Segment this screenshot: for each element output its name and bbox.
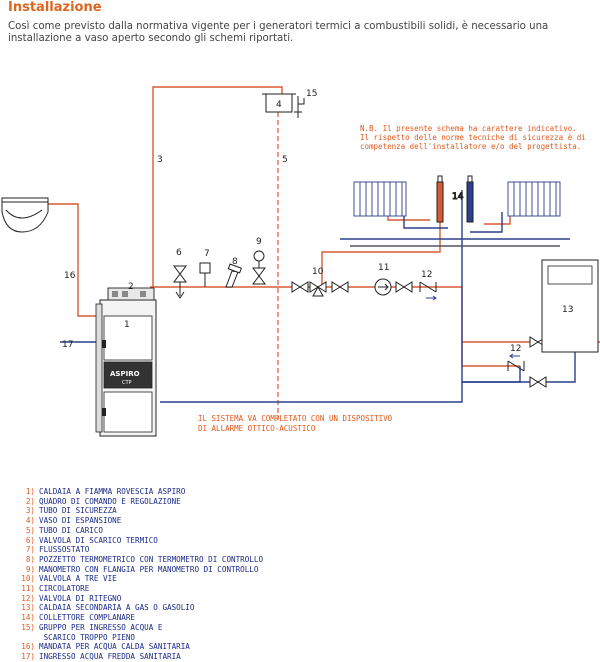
label-16: 16 [64, 271, 76, 281]
label-11: 11 [378, 263, 389, 273]
radiator-left-return [403, 212, 448, 229]
circulator-pump [374, 278, 392, 296]
legend: 1)CALDAIA A FIAMMA ROVESCIA ASPIRO 2)QUA… [15, 487, 263, 662]
label-6: 6 [176, 248, 182, 258]
label-7: 7 [204, 249, 210, 259]
label-9: 9 [256, 237, 262, 247]
label-1: 1 [124, 320, 130, 330]
radiator-left [353, 181, 407, 217]
label-4: 4 [276, 100, 282, 110]
legend-item: 4)VASO DI ESPANSIONE [25, 516, 122, 526]
return-pipes [60, 190, 576, 403]
check-valve-secondary [507, 353, 525, 372]
main-flow-pipe [150, 286, 600, 343]
boiler-model: CTP [122, 380, 132, 386]
svg-text:Il rispetto delle norme tecnic: Il rispetto delle norme tecniche di sicu… [360, 133, 586, 142]
flow-switch [199, 262, 211, 287]
legend-item: 2)QUADRO DI COMANDO E REGOLAZIONE [25, 496, 181, 506]
legend-item: 8)POZZETTO TERMOMETRICO CON TERMOMETRO D… [25, 554, 264, 564]
label-14: 14 [452, 192, 464, 202]
legend-item: 17)INGRESSO ACQUA FREDDA SANITARIA [21, 651, 181, 661]
legend-item: 13)CALDAIA SECONDARIA A GAS O GASOLIO [21, 603, 195, 613]
label-3: 3 [157, 155, 163, 165]
legend-item: 6)VALVOLA DI SCARICO TERMICO [25, 535, 158, 545]
label-13: 13 [562, 305, 573, 315]
water-inlet-group [294, 96, 305, 118]
label-2: 2 [128, 282, 134, 292]
legend-item: 3)TUBO DI SICUREZZA [25, 506, 117, 516]
legend-item: 10)VALVOLA A TRE VIE [21, 574, 117, 584]
thermometer-well [225, 263, 242, 288]
label-12b: 12 [510, 344, 521, 354]
legend-item: 14)COLLETTORE COMPLANARE [21, 613, 136, 623]
legend-item: 5)TUBO DI CARICO [25, 525, 104, 535]
label-17: 17 [62, 340, 73, 350]
legend-item: 16)MANDATA PER ACQUA CALDA SANITARIA [21, 642, 190, 652]
label-5: 5 [282, 155, 288, 165]
planar-collector: 14 [436, 175, 474, 223]
label-12a: 12 [421, 270, 432, 280]
check-valve [419, 281, 437, 301]
alarm-note: IL SISTEMA VA COMPLETATO CON UN DISPOSIT… [198, 414, 393, 433]
gate-valves [291, 281, 547, 388]
legend-item: 9)MANOMETRO CON FLANGIA PER MANOMETRO DI… [25, 564, 259, 574]
svg-text:IL SISTEMA VA COMPLETATO CON U: IL SISTEMA VA COMPLETATO CON UN DISPOSIT… [198, 414, 393, 423]
intro-text: Così come previsto dalla normativa vigen… [8, 21, 549, 44]
svg-text:DI ALLARME OTTICO-ACUSTICO: DI ALLARME OTTICO-ACUSTICO [198, 424, 316, 433]
label-8: 8 [232, 257, 238, 267]
radiator-right-return [470, 212, 503, 233]
legend-item: 1)CALDAIA A FIAMMA ROVESCIA ASPIRO [25, 487, 186, 496]
nb-note: N.B. Il presente schema ha carattere ind… [360, 124, 586, 151]
installation-diagram: 4 ASPIRO CTP 1 [1, 86, 600, 437]
radiator-right-flow [484, 210, 511, 225]
legend-item: 11)CIRCOLATORE [21, 584, 90, 594]
boiler-brand: ASPIRO [110, 370, 140, 378]
label-10: 10 [312, 267, 324, 277]
radiator-right [507, 181, 561, 217]
sink-icon [1, 197, 49, 233]
legend-item: 7)FLUSSOSTATO [25, 545, 90, 555]
secondary-return-pipe [462, 350, 576, 383]
label-15: 15 [306, 89, 317, 99]
svg-text:N.B. Il presente schema ha car: N.B. Il presente schema ha carattere ind… [360, 124, 577, 133]
page-title: Installazione [8, 0, 102, 15]
safety-pipe [152, 86, 283, 290]
main-return-pipe [160, 366, 521, 403]
secondary-boiler: 13 [541, 259, 599, 353]
expansion-vessel: 4 [262, 93, 296, 113]
three-way-valve [309, 281, 327, 297]
legend-item: SCARICO TROPPO PIENO [39, 632, 136, 642]
legend-item: 12)VALVOLA DI RITEGNO [21, 593, 122, 603]
thermal-discharge-valve [173, 265, 187, 299]
svg-text:competenza dell'installatore e: competenza dell'installatore e/o del pro… [360, 142, 581, 151]
hot-water-pipe [48, 203, 96, 317]
pressure-gauge [252, 250, 266, 285]
main-boiler: ASPIRO CTP 1 [95, 287, 157, 437]
legend-item: 15)GRUPPO PER INGRESSO ACQUA E [21, 622, 163, 632]
